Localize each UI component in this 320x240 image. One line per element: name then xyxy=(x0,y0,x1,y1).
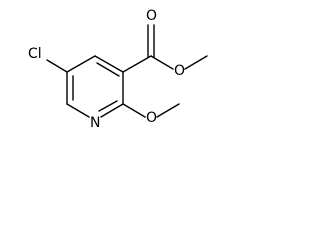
ring-nitrogen-label: N xyxy=(90,115,100,131)
bond-n1-c6 xyxy=(66,103,90,118)
chlorine-label: Cl xyxy=(28,46,42,62)
bond-c5-cl xyxy=(46,59,68,73)
bonds xyxy=(46,24,208,118)
bond-c2-n1 xyxy=(100,103,124,118)
bond-c2-n1-inner xyxy=(98,100,118,112)
bond-c4-c3 xyxy=(94,55,124,73)
atom-labels: Cl N O O O xyxy=(28,8,185,131)
bond-c5-c4 xyxy=(66,55,96,73)
methoxy-oxygen-label: O xyxy=(146,110,157,126)
molecule-structure: Cl N O O O xyxy=(28,8,208,131)
ester-oxygen-label: O xyxy=(174,63,185,79)
bond-c4-c3-inner xyxy=(96,62,120,77)
bond-oester-methyl xyxy=(184,55,208,70)
bond-c2-omethoxy xyxy=(122,103,146,118)
bond-omethoxy-methyl xyxy=(156,103,180,118)
carbonyl-oxygen-label: O xyxy=(146,8,157,24)
bond-c3-carbonyl xyxy=(122,55,152,73)
bond-carbonyl-oester xyxy=(150,55,174,70)
